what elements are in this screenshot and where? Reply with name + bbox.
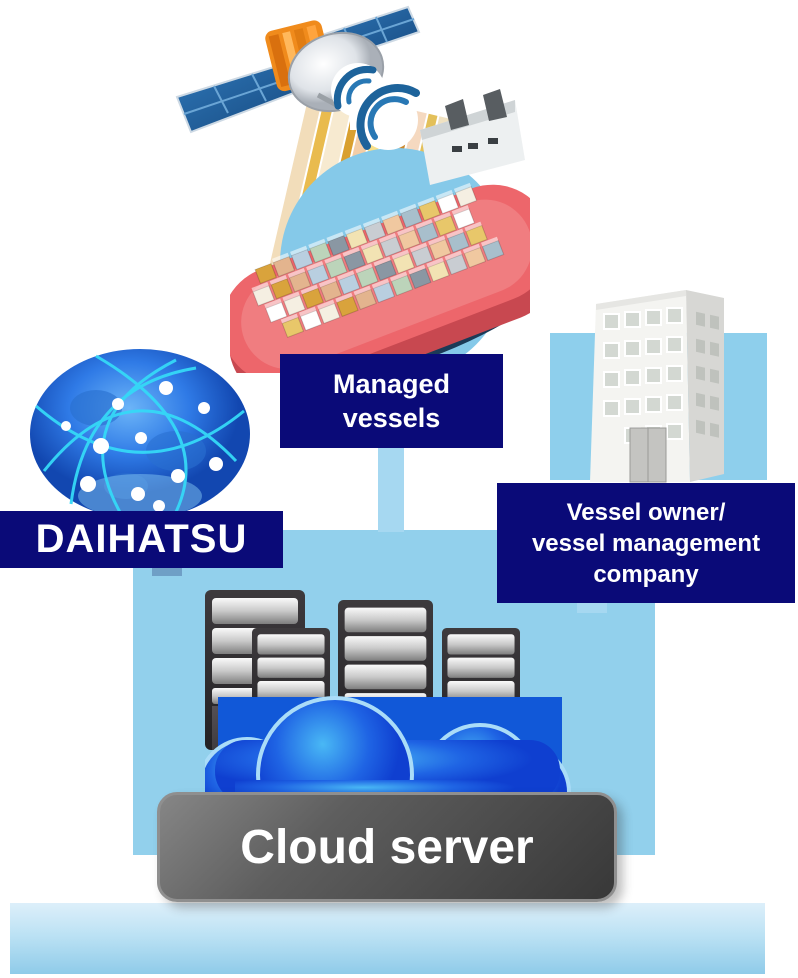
ship-superstructure	[420, 89, 525, 185]
vessel-owner-line3: company	[593, 560, 699, 588]
ship-containers	[251, 182, 505, 339]
satellite-icon	[175, 5, 421, 134]
vessel-owner-line2: vessel management	[531, 529, 761, 557]
building-door	[629, 427, 667, 483]
managed-vessels-label: Managed vessels	[280, 354, 503, 448]
container-ship-icon	[230, 88, 530, 373]
vessel-owner-line1: Vessel owner/	[566, 498, 726, 526]
building-windows-side	[696, 311, 719, 438]
vessel-owner-label: Vessel owner/ vessel management company	[497, 483, 795, 603]
wireless-signal-icon	[331, 63, 420, 150]
managed-vessels-line1: Managed	[332, 369, 451, 399]
globe-network-nodes	[61, 381, 223, 512]
connector-vessels-to-cloud	[378, 448, 404, 532]
cloud-server-text: Cloud server	[240, 820, 534, 874]
daihatsu-text: DAIHATSU	[35, 517, 248, 561]
office-building-icon	[590, 290, 724, 483]
cloud-servers-group	[205, 590, 571, 805]
cloud-server-box: Cloud server	[157, 792, 617, 902]
globe-network-icon	[30, 349, 250, 519]
connector-daihatsu-to-cloud	[152, 566, 182, 576]
connector-owner-to-cloud	[577, 601, 607, 613]
cloud-icon	[205, 696, 571, 805]
managed-vessels-line2: vessels	[342, 403, 441, 433]
daihatsu-brand-label: DAIHATSU	[0, 511, 283, 568]
bottom-band	[10, 903, 765, 974]
